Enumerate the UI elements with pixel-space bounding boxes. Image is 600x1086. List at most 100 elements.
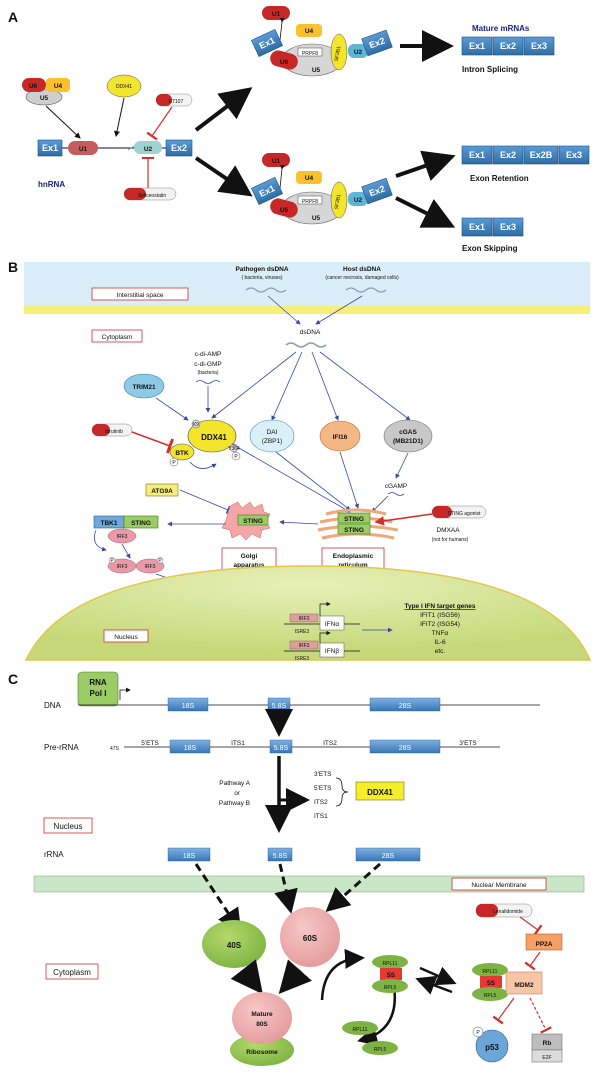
irf3-dna-a: IRF3 [299,616,310,622]
tbk1-sting-complex: TBK1 STING IRF3 [93,515,159,544]
rb-e2f-complex: Rb E2F [531,1033,563,1063]
dai-label: DAI [267,429,278,436]
isre3-label-a: ISRE3 [295,629,310,635]
ddx41-box-c [355,781,405,801]
ex1-skipping: Ex1 [469,222,485,232]
u1-top: U1 [272,11,281,18]
dsdna-helix-left [245,287,287,293]
ifi16-label: IFI16 [333,434,348,441]
sting-agonist-label: STING agonist [448,511,481,517]
u6-bottom: U6 [280,207,289,214]
ribosome-label: Ribosome [246,1049,278,1056]
target-gene-1: IFIT2 (ISG54) [420,621,460,628]
dna-18s-label: 18S [182,703,195,710]
ifi16-oval [319,420,361,452]
u4-top: U4 [305,28,314,35]
cdigmp-label: c-di-GMP [194,361,221,368]
panel-a-letter: A [8,9,18,25]
ex1-mature: Ex1 [469,41,485,51]
u2-label: U2 [144,146,153,153]
snrnp-u6-u4-u5-left: U5 U6 U4 [22,78,70,106]
golgi-label-1: Golgi [241,553,258,560]
atg9a-label: ATG9A [151,488,173,495]
free-rpl11-label: RPL11 [353,1027,368,1033]
e2f-label: E2F [542,1055,551,1061]
tbk1-label: TBK1 [101,520,118,527]
dsdna-label: dsDNA [300,329,321,336]
phospho-p-ddx41: P [234,454,238,460]
panel-a: A U5 U6 U4 DDX41 E7107 Ex1 U1 U2 [8,6,590,253]
5s-rnp-left: RPL11 5S RPL5 [372,955,408,993]
sting-tbk1: STING [131,520,151,527]
rrna-label: rRNA [44,850,64,859]
irf3-bound: IRF3 [117,534,128,540]
target-gene-4: etc. [435,648,446,655]
cgas-label: cGAS [399,429,417,436]
rpl11-left: RPL11 [383,961,398,967]
rb-label: Rb [543,1040,552,1047]
mb21d1-label: (MB21D1) [393,438,423,445]
pathogen-sub: ( bacteria, viruses) [241,275,282,281]
btk-label: BTK [175,450,189,457]
dna-28s-label: 28S [399,703,412,710]
dsdna-helix-right [345,287,387,293]
u1-bottom: U1 [272,158,281,165]
exon-retention-label: Exon Retention [470,174,529,183]
its2-label: ITS2 [323,740,337,747]
rna-pol1-label-2: Pol I [90,689,107,698]
free-rpl5 [362,1041,398,1055]
free-rpl5-label: RPL5 [374,1047,387,1053]
irf3-dimer-a: IRF3 [117,564,128,570]
5s-right: 5S [487,980,496,987]
5s-left: 5S [387,972,396,979]
list-its1: ITS1 [314,813,328,820]
mdm2-label: MDM2 [514,982,534,989]
60s-subunit [280,907,340,967]
bacteria-label: (bacteria) [197,370,218,376]
isre3-ifnb-gene: IRF3 IFNβ ISRE3 [284,630,360,662]
intron-splicing-label: Intron Splicing [462,65,518,74]
rna-pol1-box [77,671,119,707]
dna-label: DNA [44,701,62,710]
ibrutinib-pill: Ibrutinib [91,423,133,437]
ex2-label: Ex2 [171,143,187,153]
er-label-2: reticulum [338,562,367,569]
spliceosome-bottom: U1 U4 PRPF8 U5 U6 SF3B1 U2 Ex1 Ex2 [251,153,393,225]
p53-circle [475,1029,509,1063]
cdn-wave-icon [195,380,221,384]
sting-golgi: STING [243,518,263,525]
pre-18s-label: 18S [184,745,197,752]
hnrna-label: hnRNA [38,180,65,189]
trim21-oval [123,373,165,399]
type1-ifn-title: Type I IFN target genes [404,603,475,610]
5s-rnp-mdm2: RPL11 5S RPL5 MDM2 [472,963,543,1001]
trim21-label: TRIM21 [132,384,156,391]
exon-skipping-exons: Ex1 Ex3 [461,217,524,237]
u5-label: U5 [40,95,49,102]
ddx41-label-b: DDX41 [201,433,227,442]
panel-b-letter: B [8,259,18,275]
ex2-retention: Ex2 [500,150,516,160]
u2-top: U2 [354,49,363,56]
dai-oval [249,419,295,453]
rpl11-right: RPL11 [483,969,498,975]
pre-28s [369,739,441,754]
spliceostatin-pill: Spliceostatin [123,187,177,201]
u2-bottom: U2 [354,197,363,204]
mature-mrna-exons: Ex1 Ex2 Ex3 [461,36,555,56]
lenalidomide-label: Lenalidomide [493,909,523,915]
panel-b: B Interstitial space Cytoplasm Pathogen … [8,259,592,662]
80s-label: 80S [256,1021,268,1028]
er-label-1: Endoplasmic [333,553,374,560]
its1-label: ITS1 [231,740,245,747]
47s-label: 47S [110,746,120,752]
ex2b-retention: Ex2B [530,150,553,160]
pp2a-box [525,933,563,951]
endoplasmic-reticulum: STING STING Endoplasmic reticulum [317,508,399,573]
nucleus-dome [24,565,592,661]
prpf8-top: PRPF8 [302,51,318,57]
pre-rrna-label: Pre-rRNA [44,743,79,752]
pp2a-label: PP2A [536,941,553,948]
golgi-apparatus: STING Golgi apparatus [221,501,277,573]
e7107-label: E7107 [169,99,184,105]
